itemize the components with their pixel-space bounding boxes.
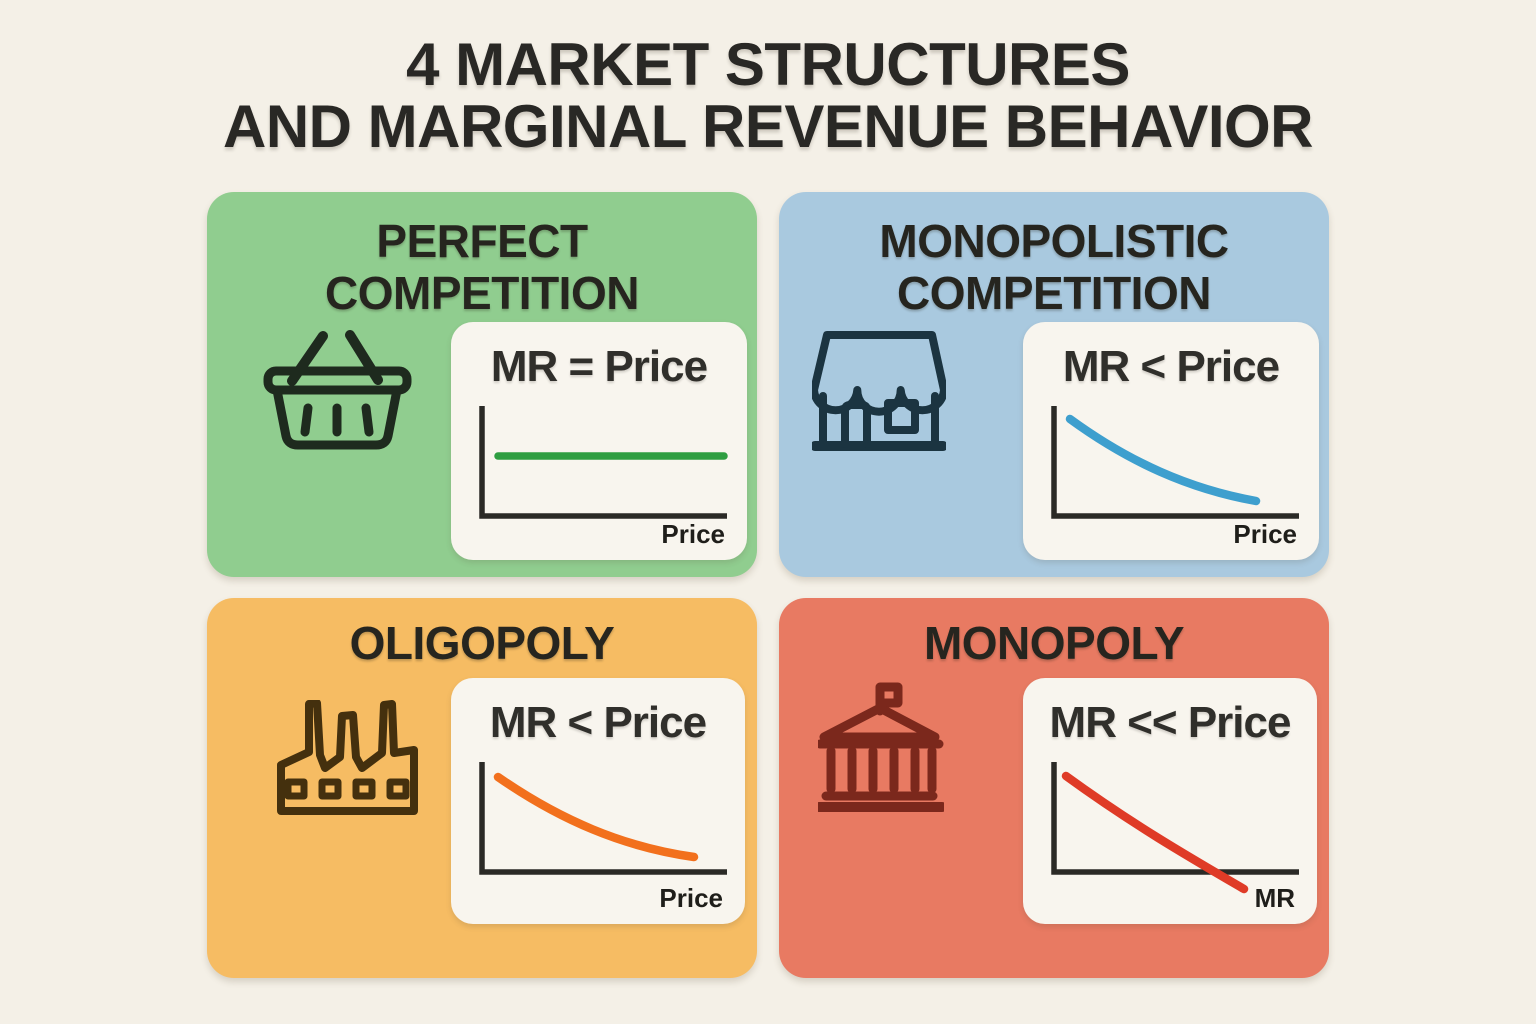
- bank-building-icon: [818, 682, 944, 812]
- axes-lines: [1051, 406, 1299, 519]
- card-title-line: MONOPOLISTIC: [879, 215, 1229, 267]
- mr-chart: [479, 406, 728, 519]
- mr-chart: [1051, 762, 1299, 894]
- card-title-line: COMPETITION: [897, 266, 1211, 319]
- axes-lines: [479, 406, 727, 519]
- card-title: OLIGOPOLY: [207, 598, 757, 670]
- mr-panel: MR << Price MR: [1023, 678, 1317, 924]
- card-title-line: COMPETITION: [325, 266, 639, 319]
- mr-relation-label: MR << Price: [1049, 698, 1292, 747]
- page-title: 4 MARKET STRUCTURES AND MARGINAL REVENUE…: [0, 31, 1536, 161]
- axes-lines: [479, 762, 727, 875]
- card-monopoly: MONOPOLY MR << Price: [779, 598, 1329, 978]
- x-axis-label: MR: [1254, 883, 1295, 913]
- mr-relation-label: MR = Price: [490, 342, 708, 391]
- card-perfect-competition: PERFECT COMPETITION MR = Price: [207, 192, 757, 577]
- mr-panel: MR = Price Price: [451, 322, 747, 560]
- page-title-line-1: 4 MARKET STRUCTURES: [406, 31, 1130, 98]
- shopping-basket-icon: [263, 330, 412, 450]
- card-title: MONOPOLY: [779, 598, 1329, 670]
- mr-panel: MR < Price Price: [1023, 322, 1319, 560]
- card-oligopoly: OLIGOPOLY MR < Price Price: [207, 598, 757, 978]
- card-title: PERFECT COMPETITION: [207, 192, 757, 319]
- mr-chart: [479, 762, 727, 875]
- card-title: MONOPOLISTIC COMPETITION: [779, 192, 1329, 319]
- storefront-icon: [812, 331, 946, 451]
- x-axis-label: Price: [659, 883, 723, 913]
- x-axis-label: Price: [1233, 519, 1297, 549]
- card-title-line: MONOPOLY: [923, 617, 1185, 669]
- mr-relation-label: MR < Price: [489, 698, 707, 747]
- axes-lines: [1051, 762, 1299, 875]
- card-monopolistic-competition: MONOPOLISTIC COMPETITION MR < Price: [779, 192, 1329, 577]
- mr-panel: MR < Price Price: [451, 678, 745, 924]
- mr-curve: [493, 772, 699, 862]
- mr-curve: [1065, 414, 1261, 506]
- mr-relation-label: MR < Price: [1062, 342, 1280, 391]
- mr-chart: [1051, 406, 1299, 519]
- x-axis-label: Price: [661, 519, 725, 549]
- market-structure-grid: PERFECT COMPETITION MR = Price: [207, 192, 1329, 978]
- card-title-line: PERFECT: [376, 215, 588, 267]
- card-title-line: OLIGOPOLY: [349, 617, 615, 669]
- page-title-line-2: AND MARGINAL REVENUE BEHAVIOR: [222, 93, 1314, 161]
- mr-curve: [1061, 771, 1249, 894]
- factory-icon: [277, 700, 418, 815]
